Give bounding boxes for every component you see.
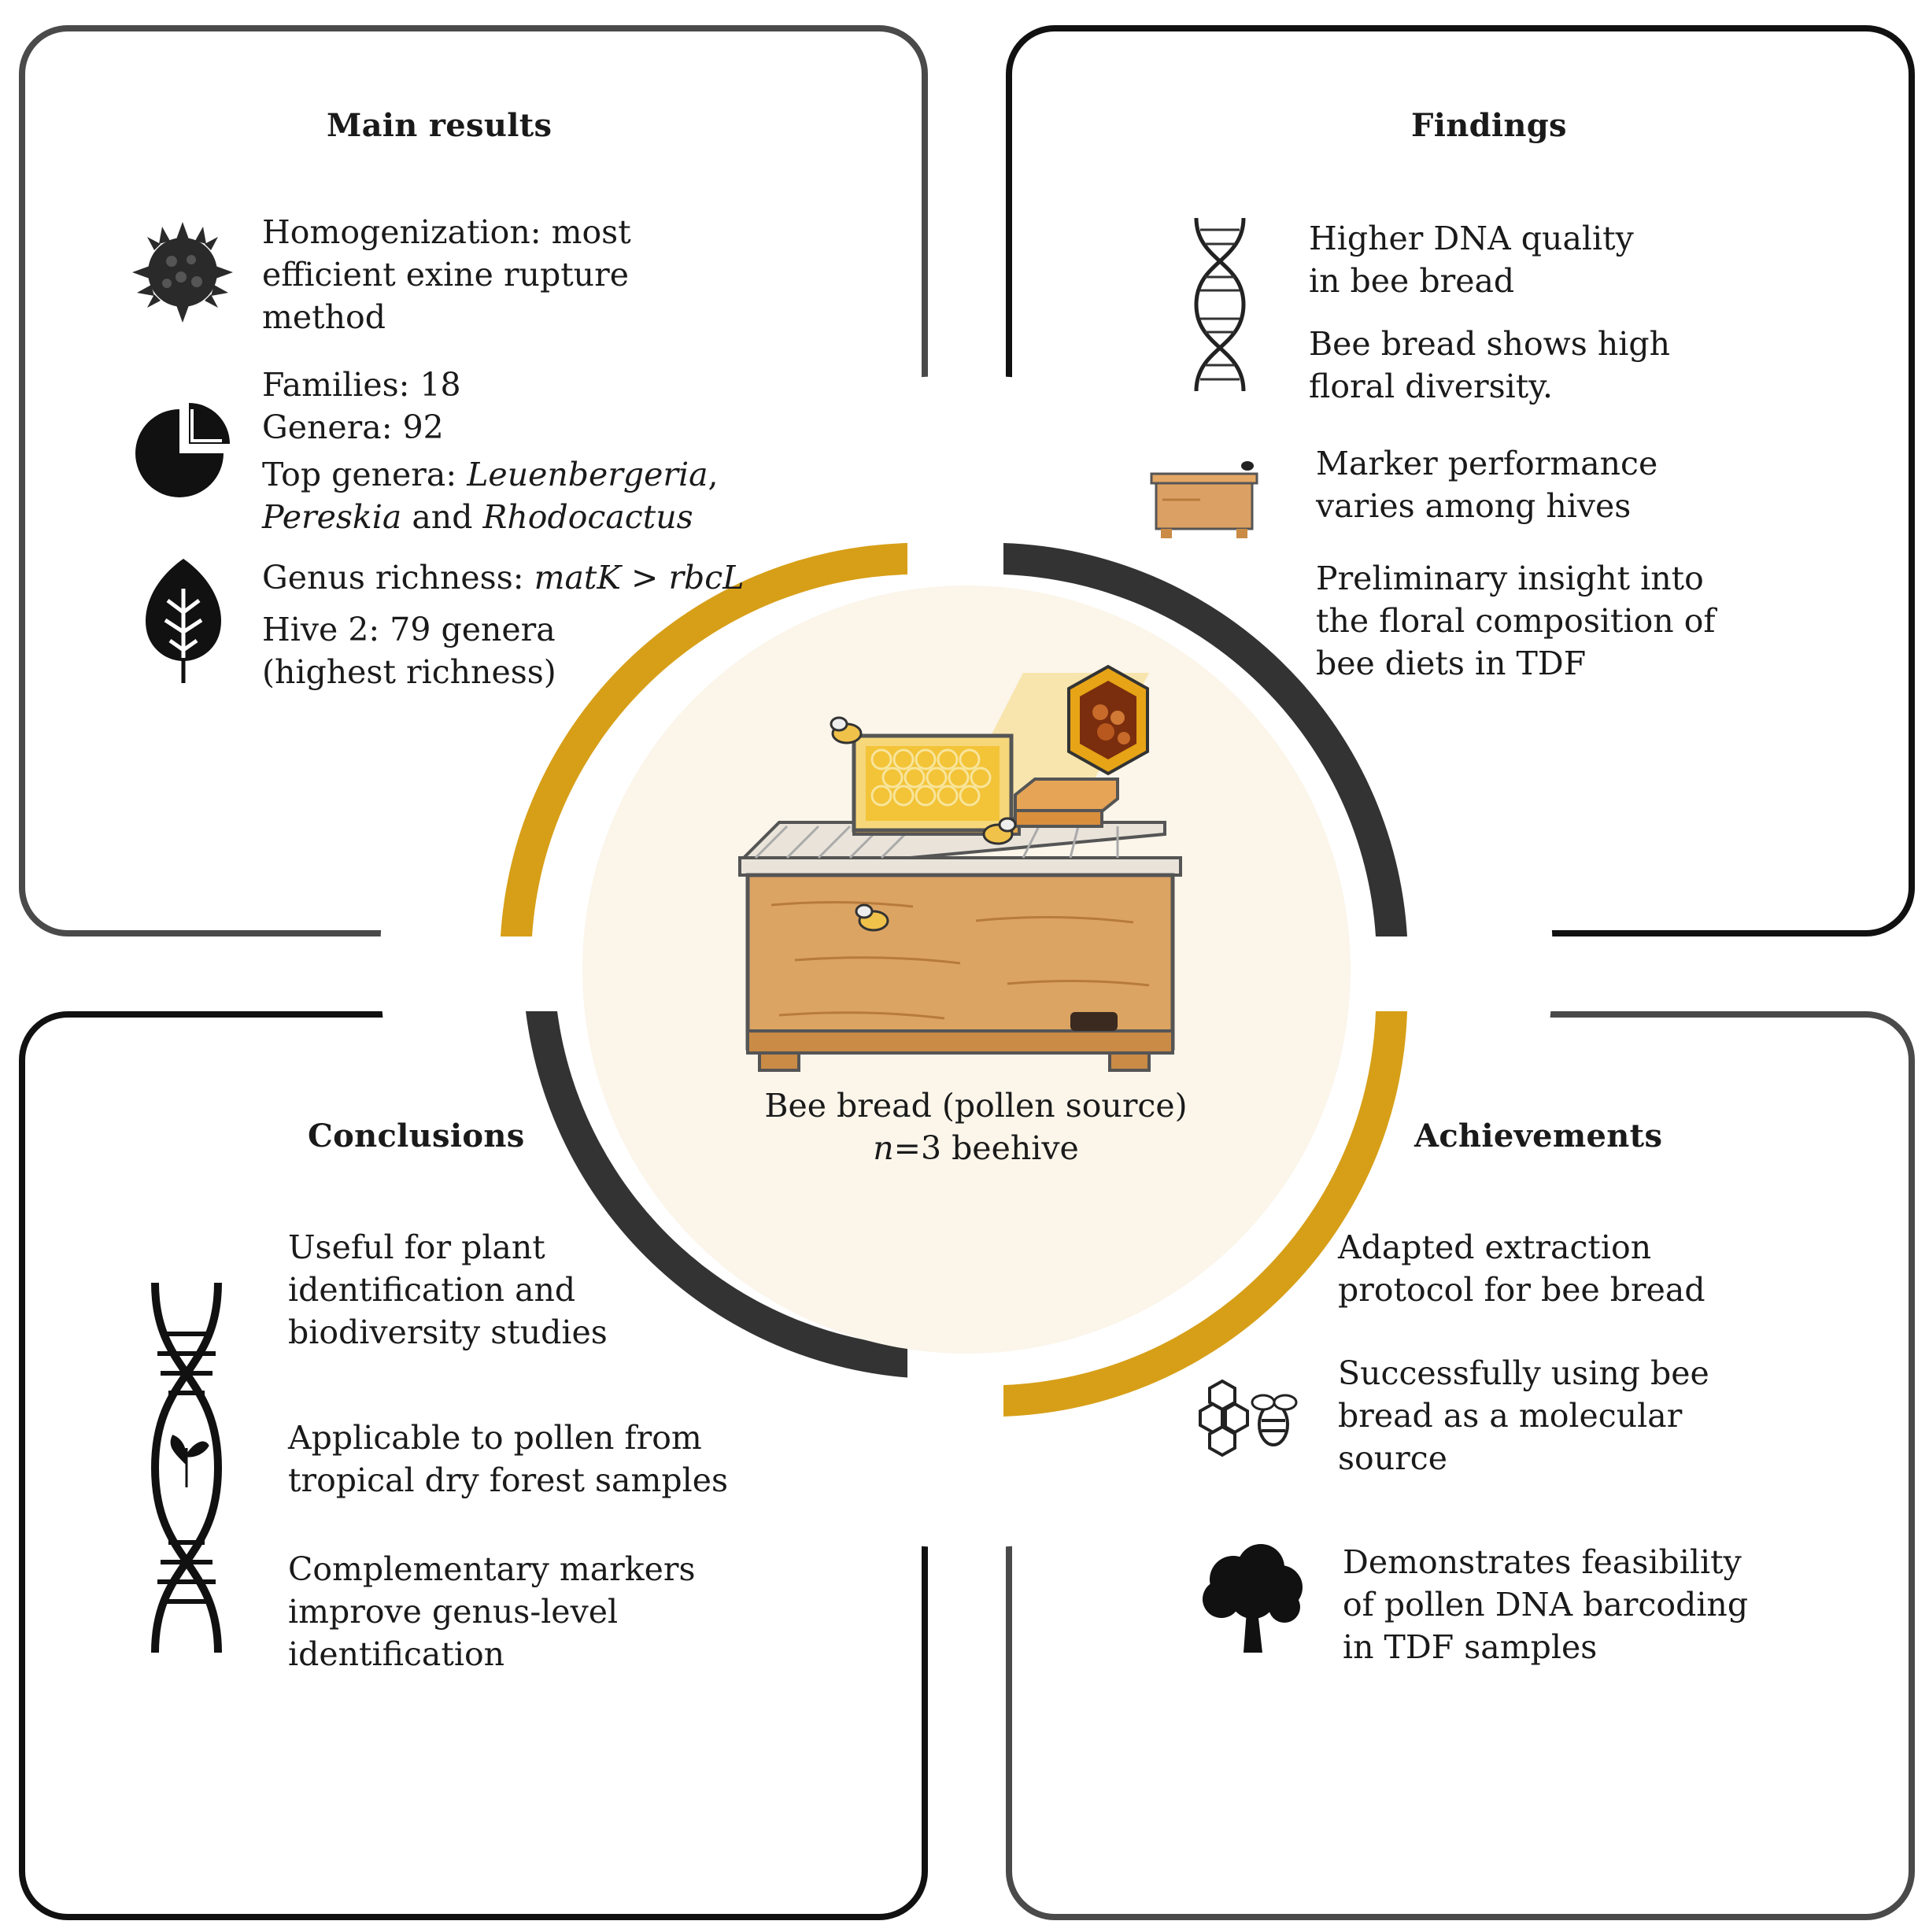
beehive-small-icon xyxy=(1150,461,1258,538)
conclusions-item1: Useful for plant identification and biod… xyxy=(288,1228,608,1351)
findings-item3: Marker performance varies among hives xyxy=(1316,445,1658,525)
genus-richness: Genus richness: matK > rbcL xyxy=(262,559,745,597)
honeycomb-bee-icon xyxy=(1199,1379,1298,1457)
main-results-genus-stats: Families: 18 Genera: 92 Top genera: Leue… xyxy=(262,364,719,538)
top-genera: Top genera: Leuenbergeria, xyxy=(262,456,719,493)
achievements-item3: Demonstrates feasibility of pollen DNA b… xyxy=(1343,1543,1749,1666)
conclusions-title: Conclusions xyxy=(308,1117,525,1154)
pollen-grain-icon xyxy=(132,222,233,323)
dna-helix-icon xyxy=(1194,217,1246,392)
center-label-line1: Bee bread (pollen source) xyxy=(764,1087,1188,1125)
n-symbol: n xyxy=(873,1129,894,1167)
dna-plant-icon xyxy=(150,1282,223,1653)
findings-item1: Higher DNA quality in bee bread xyxy=(1309,220,1634,300)
tree-icon xyxy=(1203,1544,1303,1653)
achievements-item1: Adapted extraction protocol for bee brea… xyxy=(1338,1228,1705,1309)
conclusions-item3: Complementary markers improve genus-leve… xyxy=(288,1550,696,1673)
findings-title: Findings xyxy=(1411,107,1567,144)
achievements-title: Achievements xyxy=(1414,1117,1663,1154)
center-label-line2: n=3 beehive xyxy=(661,1127,1291,1169)
findings-item4: Preliminary insight into the floral comp… xyxy=(1316,560,1716,682)
n-value: =3 beehive xyxy=(893,1129,1079,1167)
main-results-title: Main results xyxy=(327,107,552,144)
achievements-item2: Successfully using bee bread as a molecu… xyxy=(1338,1354,1709,1477)
pie-chart-icon xyxy=(135,403,230,497)
main-results-item1: Homogenization: most efficient exine rup… xyxy=(262,213,631,336)
findings-item2: Bee bread shows high floral diversity. xyxy=(1309,325,1670,405)
arc-bottom-right xyxy=(1003,1011,1407,1417)
arc-bottom-left xyxy=(526,1011,929,1379)
main-results-richness: Genus richness: matK > rbcL Hive 2: 79 g… xyxy=(262,556,744,693)
beehive-illustration xyxy=(738,664,1182,1072)
conclusions-item2: Applicable to pollen from tropical dry f… xyxy=(288,1419,729,1499)
top-genera-cont: Pereskia and Rhodocactus xyxy=(262,498,693,536)
leaf-icon xyxy=(146,559,221,683)
center-label: Bee bread (pollen source) n=3 beehive xyxy=(661,1084,1291,1169)
arc-top-right xyxy=(1003,543,1407,936)
arc-top-left xyxy=(501,543,907,936)
